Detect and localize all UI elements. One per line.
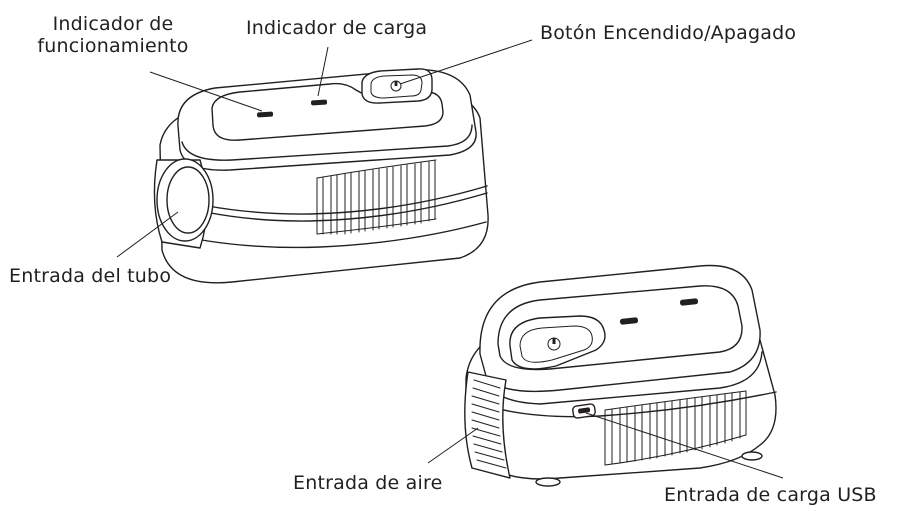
label-entrada-tubo: Entrada del tubo bbox=[9, 265, 172, 287]
callout-line-tubo bbox=[116, 211, 179, 258]
label-entrada-aire: Entrada de aire bbox=[293, 472, 443, 494]
callout-line-funcionamiento bbox=[149, 71, 263, 112]
callout-line-usb bbox=[585, 412, 784, 479]
callout-line-aire bbox=[427, 427, 479, 464]
tube-inlet bbox=[153, 158, 214, 249]
device-front-view bbox=[153, 68, 489, 284]
device-rear-view bbox=[464, 264, 777, 487]
air-inlet-grille bbox=[464, 371, 511, 479]
side-vents-front bbox=[316, 159, 437, 235]
usb-port bbox=[572, 403, 596, 419]
label-boton-encendido: Botón Encendido/Apagado bbox=[540, 22, 797, 44]
label-indicador-funcionamiento-line1: Indicador de bbox=[52, 13, 174, 35]
callout-line-boton bbox=[399, 39, 533, 85]
label-indicador-funcionamiento: Indicador de funcionamiento bbox=[18, 13, 208, 57]
side-vents-rear bbox=[604, 390, 747, 466]
label-indicador-carga: Indicador de carga bbox=[246, 17, 428, 39]
callout-line-carga bbox=[317, 46, 329, 97]
label-indicador-funcionamiento-line2: funcionamiento bbox=[37, 35, 189, 57]
callout-lines bbox=[116, 39, 784, 479]
label-entrada-carga-usb: Entrada de carga USB bbox=[664, 484, 877, 506]
